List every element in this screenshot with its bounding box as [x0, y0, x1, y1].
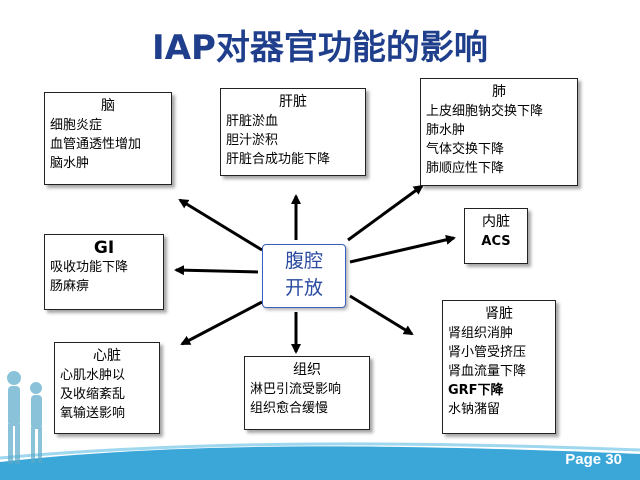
- box-line: 吸收功能下降: [50, 260, 129, 275]
- box-line: 肾血流量下降: [448, 364, 527, 379]
- box-line: 肝脏合成功能下降: [226, 152, 331, 167]
- arrow-to-heart: [180, 300, 263, 346]
- arrow-to-brain: [178, 198, 263, 252]
- center-line1: 腹腔: [284, 250, 323, 272]
- box-head: 组织: [293, 362, 321, 378]
- page-number: Page 30: [565, 451, 622, 468]
- box-line: 氧输送影响: [60, 406, 126, 421]
- box-liver: 肝脏 肝脏淤血 胆汁淤积 肝脏合成功能下降: [220, 88, 366, 176]
- arrow-to-viscera: [349, 234, 456, 264]
- people-silhouette-decoration: [7, 371, 42, 464]
- footer-wave-band: [0, 442, 640, 480]
- arrow-to-gi: [174, 265, 259, 276]
- arrow-to-kidney: [349, 294, 414, 336]
- box-line: 胆汁淤积: [226, 133, 279, 148]
- box-line: 肺顺应性下降: [426, 161, 505, 176]
- slide-title: IAP对器官功能的影响: [152, 28, 488, 68]
- box-line: GRF下降: [448, 383, 504, 398]
- arrow-to-lung: [347, 184, 424, 242]
- box-head: 脑: [101, 98, 115, 114]
- box-head: 肾脏: [485, 306, 513, 322]
- box-line: 脑水肿: [50, 156, 90, 171]
- box-kidney: 肾脏 肾组织消肿 肾小管受挤压 肾血流量下降 GRF下降 水钠潴留: [442, 300, 556, 434]
- box-line: 心肌水肿以: [60, 368, 126, 383]
- box-lung: 肺 上皮细胞钠交换下降 肺水肿 气体交换下降 肺顺应性下降: [420, 78, 578, 186]
- box-brain: 脑 细胞炎症 血管通透性增加 脑水肿: [44, 92, 172, 185]
- box-tissue: 组织 淋巴引流受影响 组织愈合缓慢: [244, 356, 370, 430]
- box-line: 肝脏淤血: [226, 114, 279, 129]
- box-heart: 心脏 心肌水肿以 及收缩紊乱 氧输送影响: [54, 342, 160, 434]
- box-viscera: 内脏 ACS: [464, 208, 528, 264]
- box-head: 内脏: [482, 214, 510, 230]
- box-head: 心脏: [93, 348, 121, 364]
- box-line: 组织愈合缓慢: [250, 401, 329, 416]
- box-head: 肝脏: [279, 94, 307, 110]
- box-line: 上皮细胞钠交换下降: [426, 104, 544, 119]
- center-line2: 开放: [284, 277, 323, 299]
- box-line: 肠麻痹: [50, 279, 90, 294]
- box-gi: GI 吸收功能下降 肠麻痹: [44, 234, 164, 310]
- box-line: 细胞炎症: [50, 118, 103, 133]
- box-line: 肺水肿: [426, 123, 466, 138]
- box-line: 及收缩紊乱: [60, 387, 126, 402]
- box-line: 水钠潴留: [448, 402, 501, 417]
- box-line: ACS: [481, 234, 511, 249]
- box-head: 肺: [492, 84, 506, 100]
- box-line: 血管通透性增加: [50, 137, 142, 152]
- box-line: 肾小管受挤压: [448, 345, 527, 360]
- center-node: 腹腔 开放: [262, 244, 346, 308]
- box-line: 淋巴引流受影响: [250, 382, 342, 397]
- box-line: 肾组织消肿: [448, 326, 514, 341]
- box-line: 气体交换下降: [426, 142, 505, 157]
- box-head: GI: [93, 238, 115, 258]
